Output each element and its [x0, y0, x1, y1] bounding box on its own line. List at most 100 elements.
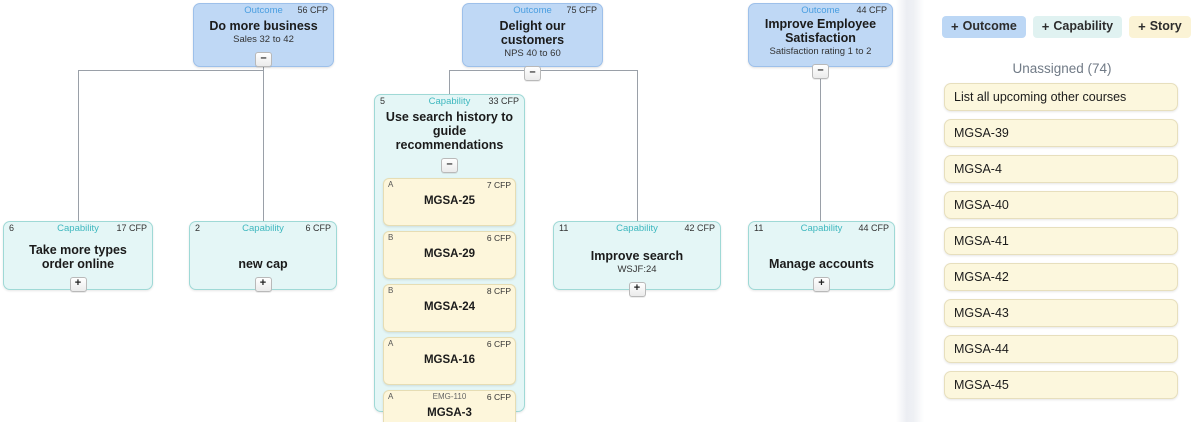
story-card-header: A EMG-110 6 CFP	[384, 391, 515, 403]
story-name: MGSA-29	[423, 248, 476, 260]
node-type-label: Capability	[800, 223, 843, 234]
node-cfp: 44 CFP	[858, 223, 889, 233]
story-card[interactable]: A EMG-110 6 CFP MGSA-3	[383, 390, 516, 422]
node-cfp: 75 CFP	[566, 5, 597, 15]
node-improve-search[interactable]: 11 Capability 42 CFP Improve search WSJF…	[553, 221, 721, 297]
node-type-label: Capability	[57, 223, 99, 234]
node-type-label: Outcome	[801, 5, 840, 16]
expand-icon[interactable]: +	[628, 282, 646, 297]
story-priority-label: B	[388, 286, 394, 295]
unassigned-list-item[interactable]: MGSA-45	[944, 371, 1178, 399]
node-title: Improve Employee Satisfaction	[764, 17, 877, 45]
story-ref-label: EMG-110	[432, 392, 467, 401]
node-toggle-wrap: +	[190, 273, 336, 292]
unassigned-list-item[interactable]: List all upcoming other courses	[944, 83, 1178, 111]
node-header: 11 Capability 44 CFP	[749, 222, 894, 235]
node-take-more-types-order-online[interactable]: 6 Capability 17 CFP Take more types orde…	[3, 221, 153, 292]
node-header: 6 Capability 17 CFP	[4, 222, 152, 235]
unassigned-item-label: MGSA-4	[954, 162, 1002, 176]
story-card-header: A 7 CFP	[384, 179, 515, 191]
unassigned-header: Unassigned (74)	[1012, 61, 1112, 76]
add-item-toolbar: + Outcome + Capability + Story	[924, 0, 1200, 38]
collapse-icon[interactable]: –	[812, 64, 829, 79]
node-toggle-wrap: –	[194, 48, 333, 67]
story-card[interactable]: A 7 CFP MGSA-25	[383, 178, 516, 226]
story-name: MGSA-16	[423, 354, 476, 366]
node-index: 2	[195, 223, 201, 233]
unassigned-list-item[interactable]: MGSA-44	[944, 335, 1178, 363]
node-header: Outcome 56 CFP	[194, 4, 333, 17]
node-toggle-wrap: –	[749, 60, 892, 79]
unassigned-item-label: MGSA-42	[954, 270, 1009, 284]
node-title: Do more business	[209, 19, 318, 33]
node-toggle-wrap: +	[4, 273, 152, 292]
node-manage-accounts[interactable]: 11 Capability 44 CFP Manage accounts +	[748, 221, 895, 292]
node-toggle-wrap: +	[554, 278, 720, 297]
node-do-more-business[interactable]: Outcome 56 CFP Do more business Sales 32…	[193, 3, 334, 67]
node-toggle-wrap: –	[375, 154, 524, 173]
story-name: MGSA-3	[427, 407, 472, 419]
story-cfp: 6 CFP	[486, 392, 511, 402]
node-delight-our-customers[interactable]: Outcome 75 CFP Delight our customers NPS…	[462, 3, 603, 81]
story-cfp: 6 CFP	[486, 339, 511, 349]
node-subtitle: Satisfaction rating 1 to 2	[769, 46, 872, 57]
node-header: Outcome 44 CFP	[749, 4, 892, 17]
story-priority-label: A	[388, 339, 394, 348]
node-subtitle: WSJF:24	[617, 264, 657, 275]
node-type-label: Capability	[428, 96, 471, 107]
node-improve-employee-satisfaction[interactable]: Outcome 44 CFP Improve Employee Satisfac…	[748, 3, 893, 79]
node-subtitle: NPS 40 to 60	[504, 48, 561, 59]
node-type-label: Capability	[242, 223, 284, 234]
unassigned-list-item[interactable]: MGSA-40	[944, 191, 1178, 219]
node-cfp: 33 CFP	[488, 96, 519, 106]
node-subtitle: Sales 32 to 42	[233, 34, 294, 45]
panel-divider[interactable]	[896, 0, 924, 422]
node-cfp: 56 CFP	[297, 5, 328, 15]
expand-icon[interactable]: +	[813, 277, 830, 292]
node-cfp: 42 CFP	[684, 223, 715, 233]
expand-icon[interactable]: +	[254, 277, 272, 292]
node-title: Delight our customers	[499, 19, 566, 47]
plus-icon: +	[951, 19, 959, 34]
node-toggle-wrap: +	[749, 273, 894, 292]
story-cfp: 7 CFP	[486, 180, 511, 190]
add-story-label: Story	[1149, 19, 1182, 33]
story-card-header: A 6 CFP	[384, 338, 515, 350]
unassigned-list-item[interactable]: MGSA-4	[944, 155, 1178, 183]
story-name: MGSA-25	[423, 195, 476, 207]
node-cfp: 44 CFP	[856, 5, 887, 15]
unassigned-list-item[interactable]: MGSA-41	[944, 227, 1178, 255]
node-use-search-history[interactable]: 5 Capability 33 CFP Use search history t…	[374, 94, 525, 422]
node-toggle-wrap: –	[463, 62, 602, 81]
story-card[interactable]: A 6 CFP MGSA-16	[383, 337, 516, 385]
node-title: Manage accounts	[769, 257, 874, 271]
add-capability-button[interactable]: + Capability	[1032, 16, 1123, 38]
collapse-icon[interactable]: –	[255, 52, 272, 67]
story-priority-label: A	[388, 392, 394, 401]
add-story-button[interactable]: + Story	[1129, 16, 1191, 38]
add-outcome-button[interactable]: + Outcome	[942, 16, 1026, 38]
story-name: MGSA-24	[423, 301, 476, 313]
node-header: Outcome 75 CFP	[463, 4, 602, 17]
expand-icon[interactable]: +	[69, 277, 87, 292]
story-priority-label: A	[388, 180, 394, 189]
story-map-canvas[interactable]: Outcome 56 CFP Do more business Sales 32…	[0, 0, 896, 422]
collapse-icon[interactable]: –	[524, 66, 541, 81]
node-new-cap[interactable]: 2 Capability 6 CFP new cap +	[189, 221, 337, 292]
plus-icon: +	[1041, 19, 1050, 34]
collapse-icon[interactable]: –	[441, 158, 458, 173]
unassigned-list-item[interactable]: MGSA-43	[944, 299, 1178, 327]
node-index: 5	[380, 96, 386, 106]
plus-icon: +	[1138, 19, 1146, 34]
node-header: 2 Capability 6 CFP	[190, 222, 336, 235]
node-cfp: 17 CFP	[116, 223, 147, 233]
unassigned-list-item[interactable]: MGSA-42	[944, 263, 1178, 291]
unassigned-list-item[interactable]: MGSA-39	[944, 119, 1178, 147]
node-index: 6	[9, 223, 15, 233]
